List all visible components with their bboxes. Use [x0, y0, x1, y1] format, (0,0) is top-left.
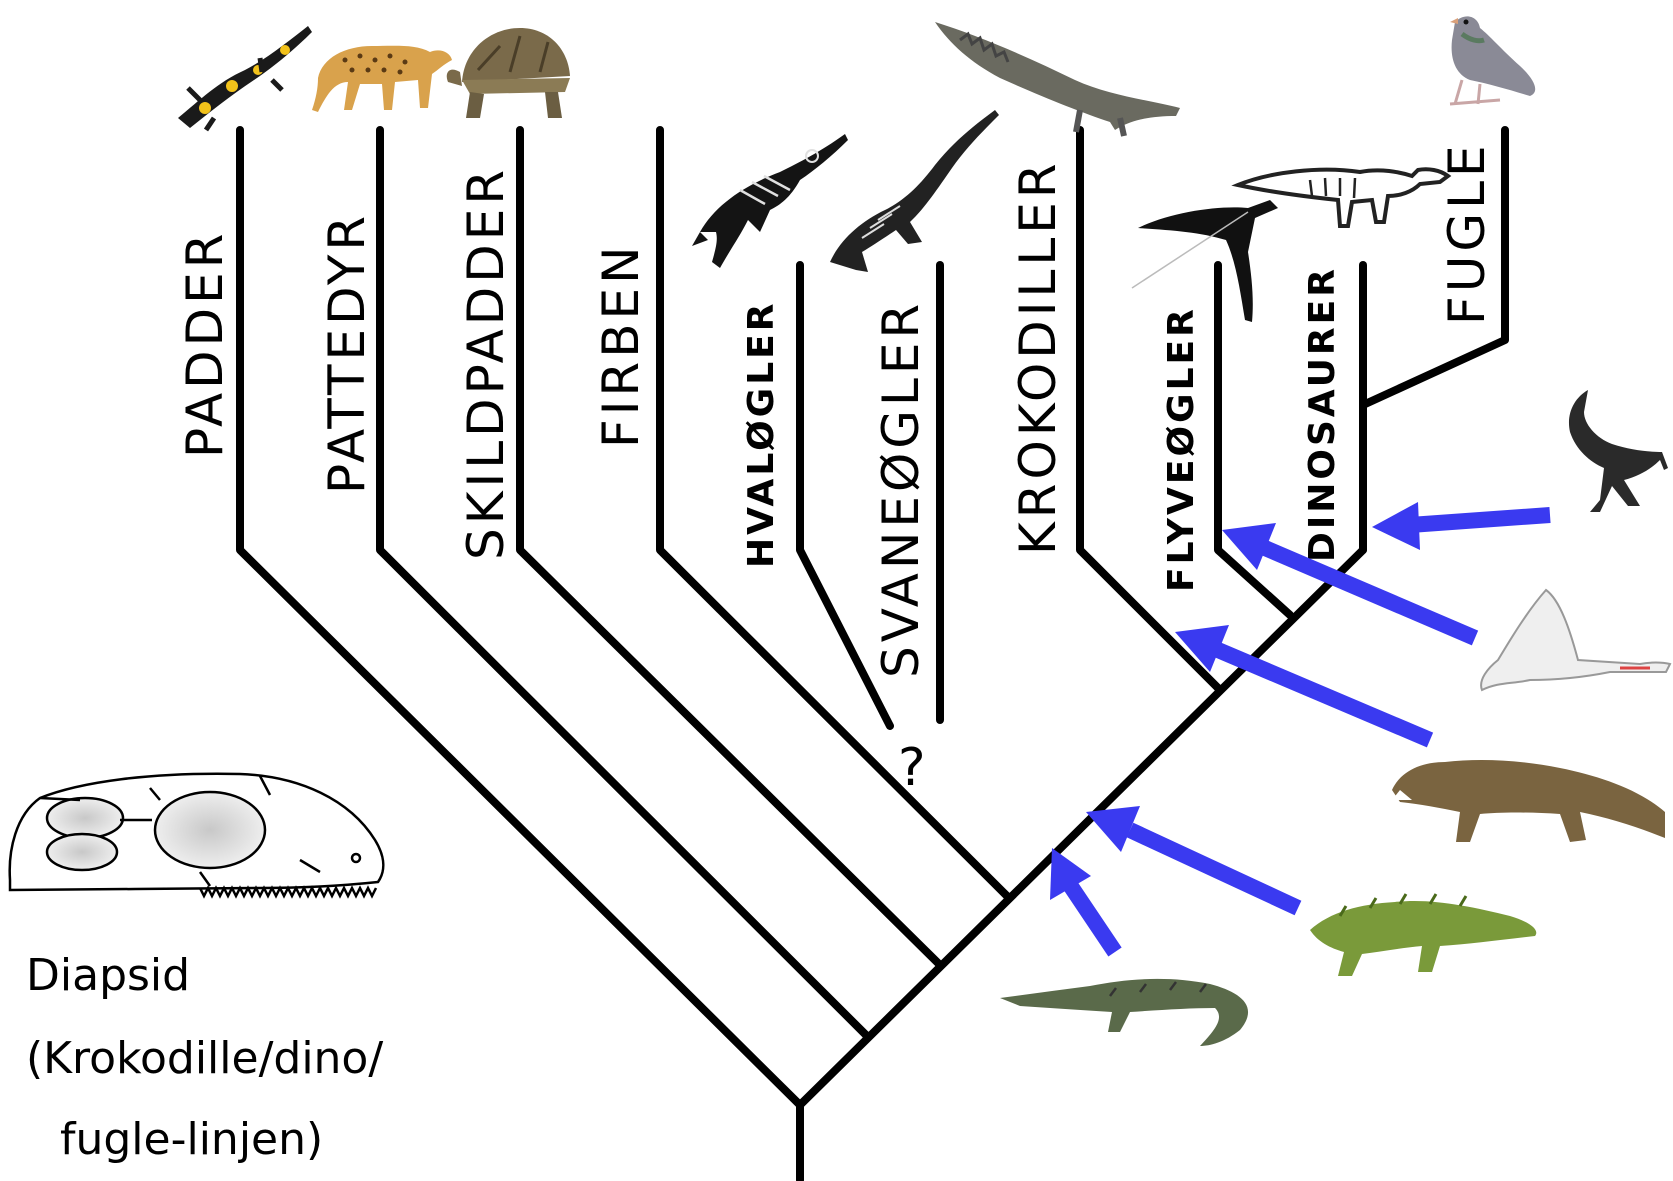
label-krokodiller: KROKODILLER [1009, 159, 1067, 555]
cheetah-icon [312, 46, 452, 112]
postosuchus-icon [1392, 760, 1665, 842]
label-dinosaurer: DINOSAURER [1302, 266, 1343, 562]
label-skildpadder: SKILDPADDER [457, 166, 515, 560]
caption-line-1: Diapsid [26, 950, 190, 1001]
label-firben: FIRBEN [592, 242, 650, 448]
scleromochlus-icon [1481, 590, 1670, 690]
diapsid-skull-icon [10, 774, 384, 896]
label-flyveoegler: FLYVEØGLER [1161, 306, 1202, 592]
branch-firben [660, 130, 1008, 897]
salamander-icon [178, 26, 312, 130]
label-hvaloegler: HVALØGLER [741, 301, 782, 568]
gharial-icon [1000, 979, 1248, 1046]
caption-line-2: (Krokodille/dino/ [26, 1033, 383, 1084]
label-fugle: FUGLE [1438, 141, 1496, 325]
label-pattedyr: PATTEDYR [318, 212, 376, 494]
crocodile-icon [935, 22, 1180, 136]
label-padder: PADDER [176, 230, 234, 459]
arrow-dinosaurer [1372, 502, 1550, 550]
arrow-archosaur [1050, 848, 1115, 952]
caption-line-3: fugle-linjen) [60, 1114, 323, 1165]
uncertain-marker: ? [898, 738, 926, 798]
label-svaneoegler: SVANEØGLER [872, 300, 930, 678]
dinosaur-icon [1238, 169, 1448, 226]
pigeon-icon [1450, 16, 1535, 104]
plesiosaur-icon [830, 110, 999, 272]
tortoise-icon [447, 28, 570, 118]
aetosaur-icon [1310, 894, 1536, 976]
arrow-flyveoegler [1222, 523, 1475, 638]
ichthyosaur-icon [692, 134, 848, 268]
taxon-labels: PADDER PATTEDYR SKILDPADDER FIRBEN HVALØ… [176, 141, 1496, 678]
arrow-crurotarsi [1086, 806, 1298, 908]
pterosaur-icon [1132, 200, 1278, 322]
evolution-arrows [1050, 502, 1550, 952]
coelophysis-icon [1569, 390, 1668, 512]
